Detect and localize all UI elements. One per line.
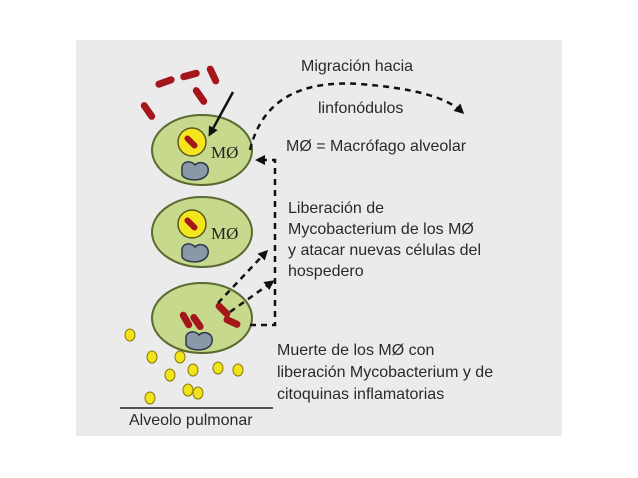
bacterium	[206, 65, 220, 85]
cytokine-dot	[124, 328, 136, 342]
bacterium	[155, 76, 175, 88]
migration-arrow	[248, 82, 465, 151]
death-label-line3: citoquinas inflamatorias	[277, 386, 445, 403]
bacterium	[140, 102, 156, 120]
bacterium	[215, 302, 231, 318]
death-label-line2: liberación Mycobacterium y de	[277, 364, 494, 381]
release-label-line4: hospedero	[288, 263, 364, 280]
macrophage-middle	[151, 196, 253, 268]
release-label-line1: Liberación de	[288, 200, 385, 217]
free-bacteria	[140, 65, 220, 120]
bacterium	[190, 313, 204, 331]
organelle	[181, 161, 209, 181]
bacterium	[180, 69, 200, 81]
mo-tag-middle: MØ	[211, 224, 239, 243]
mo-tag-top: MØ	[211, 143, 239, 162]
bacterium	[179, 311, 193, 329]
mo-definition-label: MØ = Macrófago alveolar	[286, 138, 467, 155]
migration-label-line2: linfonódulos	[318, 100, 404, 117]
cytokine-dot	[146, 350, 158, 364]
bacterium	[184, 135, 198, 149]
release-arrow-up	[250, 155, 277, 327]
bacterium	[192, 87, 208, 105]
phagocytosis-arrow	[208, 91, 235, 137]
release-arrow-diag1	[217, 249, 269, 304]
cell-body	[151, 282, 253, 354]
bacterium	[223, 316, 241, 328]
cytokine-dot	[182, 383, 194, 397]
bacterium	[184, 217, 198, 231]
release-label-line2: Mycobacterium de los MØ	[288, 221, 474, 238]
cytokine-dot	[192, 386, 204, 400]
alveolus-label: Alveolo pulmonar	[129, 412, 253, 429]
release-label-line3: y atacar nuevas células del	[288, 242, 481, 259]
death-label-line1: Muerte de los MØ con	[277, 342, 435, 359]
release-arrow-diag2	[229, 280, 275, 314]
cytokine-dot	[164, 368, 176, 382]
cytokines	[124, 328, 244, 405]
macrophage-bottom	[151, 282, 253, 354]
macrophage-top	[151, 114, 253, 186]
organelle	[185, 331, 213, 351]
cytokine-dot	[144, 391, 156, 405]
migration-label-line1: Migración hacia	[301, 58, 414, 75]
cytokine-dot	[232, 363, 244, 377]
cytokine-dot	[212, 361, 224, 375]
cytokine-dot	[187, 363, 199, 377]
organelle	[181, 243, 209, 263]
cytokine-dot	[174, 350, 186, 364]
